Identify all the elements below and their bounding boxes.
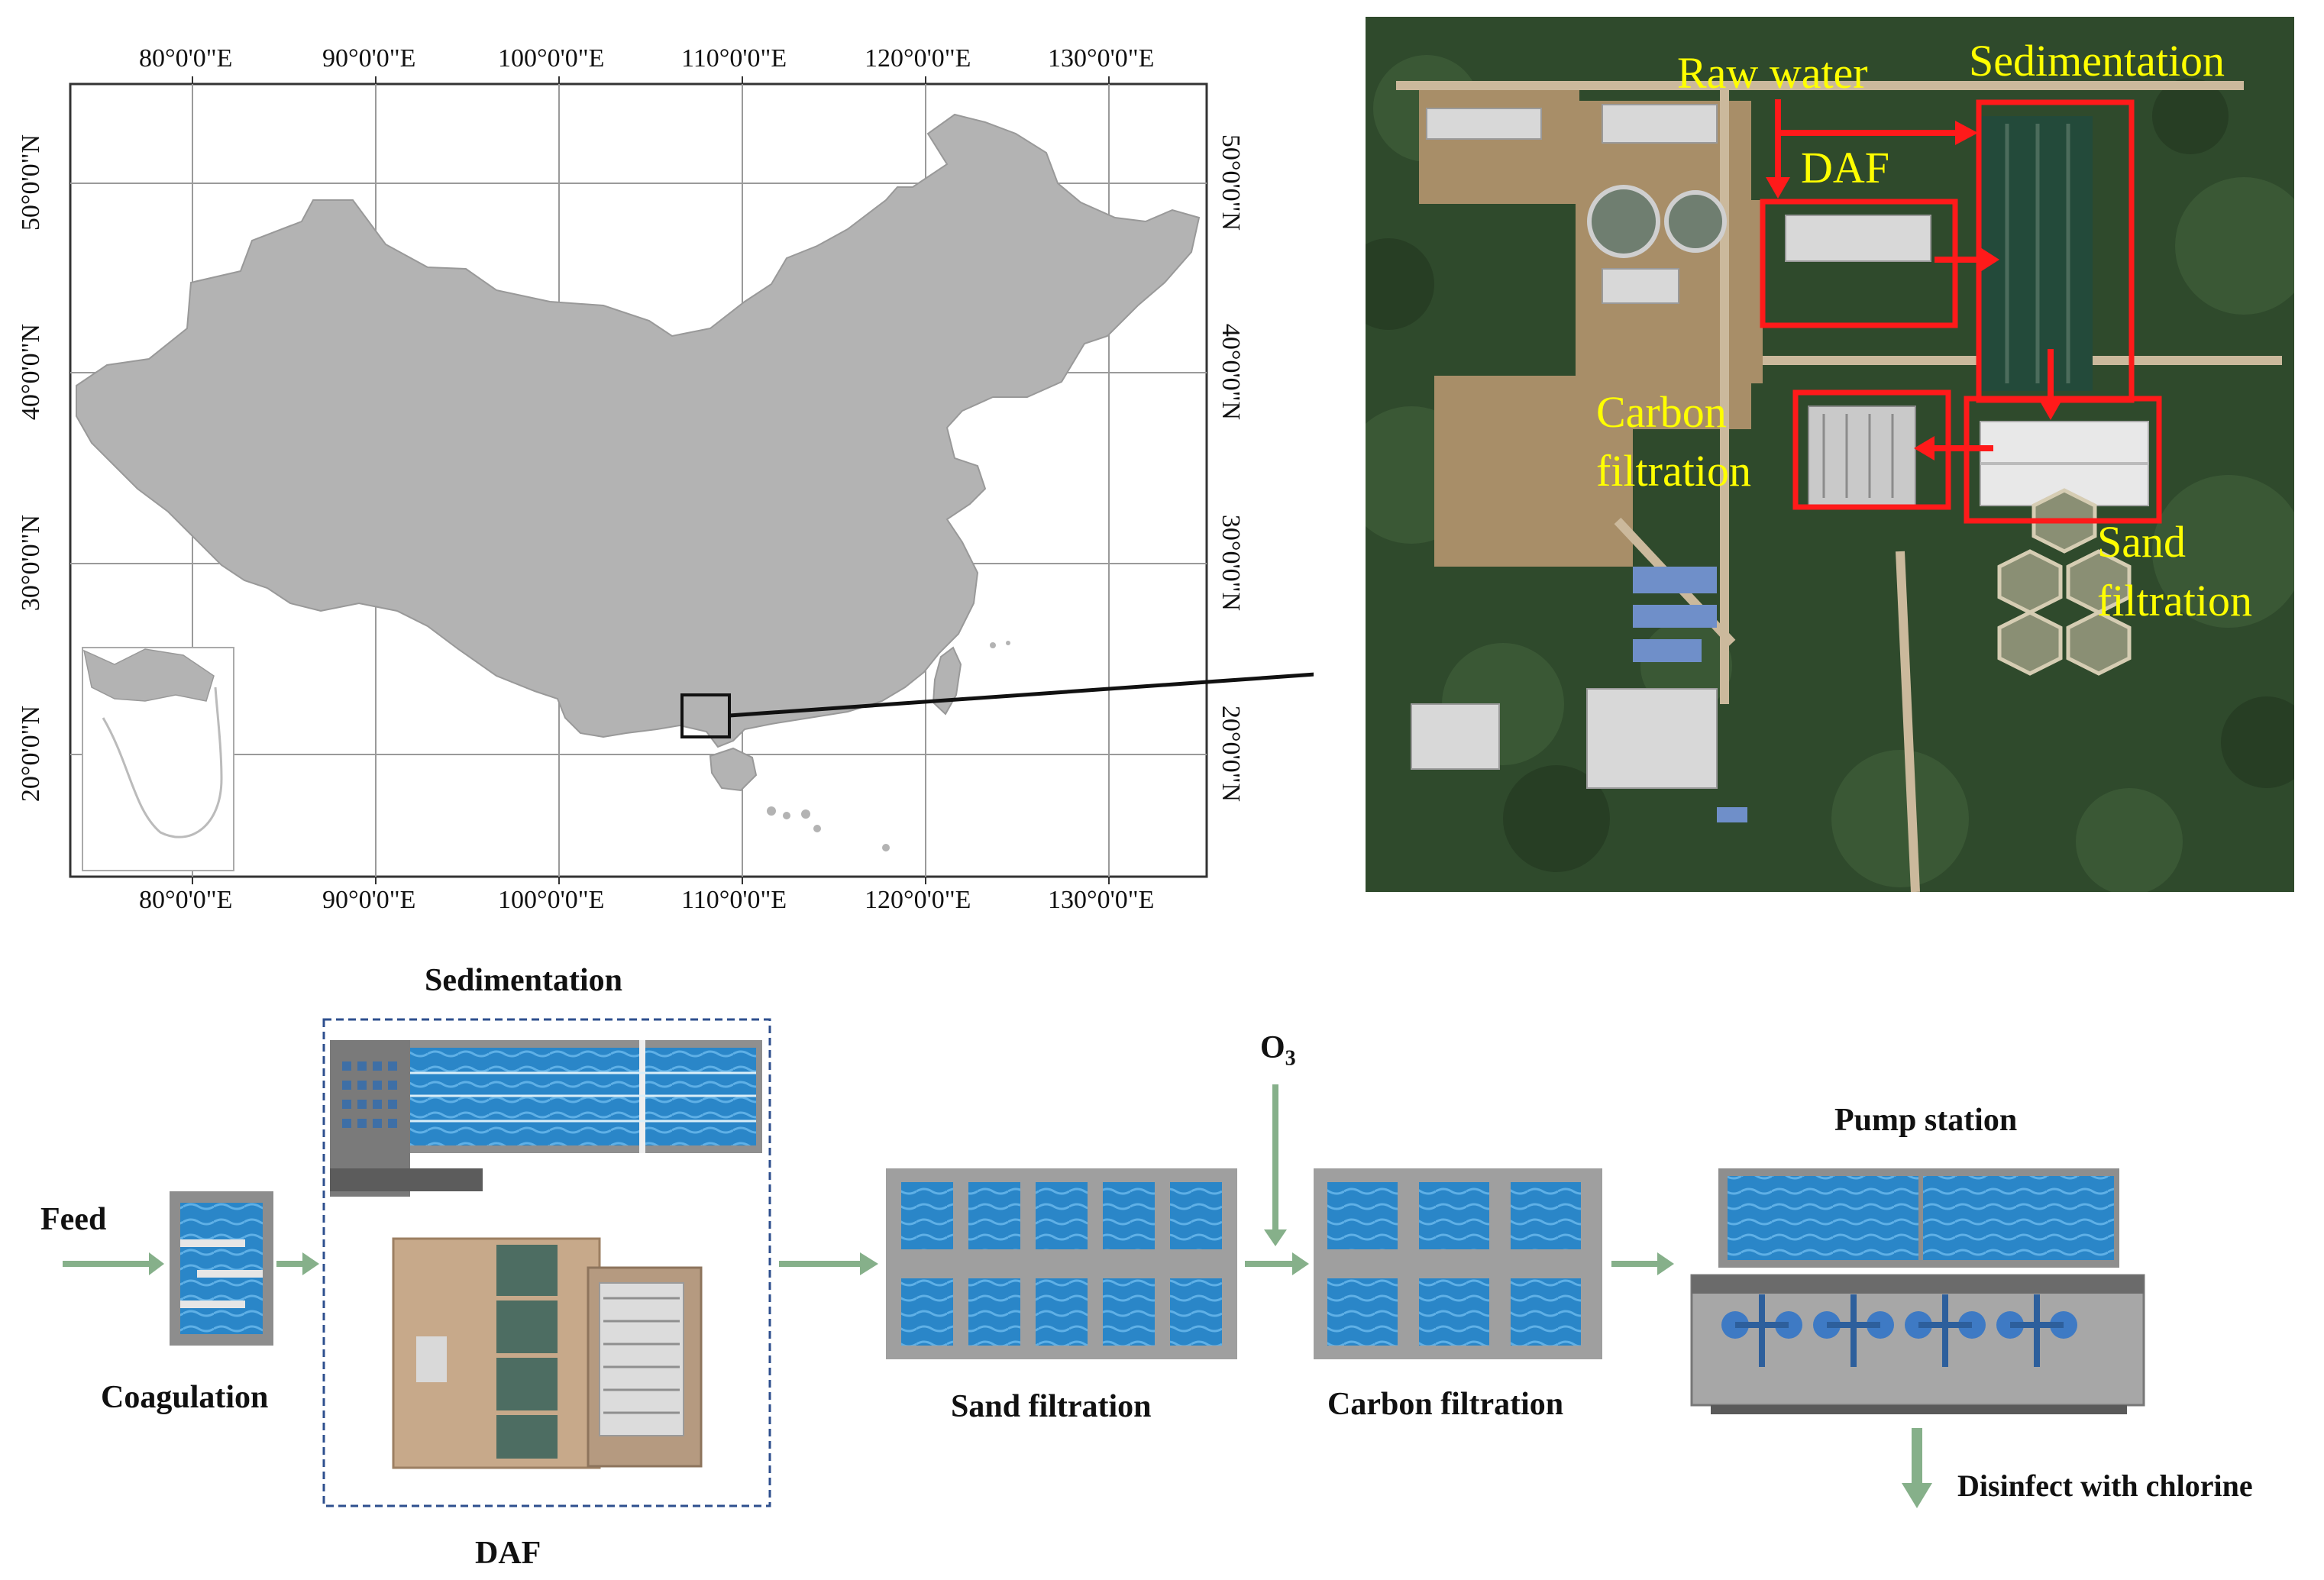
flow-label-sedimentation: Sedimentation — [425, 962, 622, 999]
bottom-tick-90e: 90°0'0"E — [322, 886, 415, 915]
right-tick-40n: 40°0'0"N — [1216, 324, 1245, 420]
left-tick-20n: 20°0'0"N — [17, 706, 46, 802]
flow-label-pump-station: Pump station — [1834, 1102, 2017, 1139]
sat-label-carbon-filtration: filtration — [1596, 448, 1751, 495]
sedimentation-tank — [330, 1040, 762, 1197]
bottom-tick-130e: 130°0'0"E — [1048, 886, 1154, 915]
right-tick-20n: 20°0'0"N — [1216, 706, 1245, 802]
sand-filtration-tanks — [886, 1168, 1237, 1359]
flow-label-disinfect: Disinfect with chlorine — [1957, 1468, 2253, 1504]
flow-label-feed: Feed — [40, 1201, 106, 1238]
right-tick-30n: 30°0'0"N — [1216, 515, 1245, 611]
coagulation-tank — [170, 1191, 273, 1346]
carbon-filtration-tanks — [1314, 1168, 1602, 1359]
flow-label-ozone: O3 — [1260, 1029, 1296, 1071]
left-tick-30n: 30°0'0"N — [17, 515, 46, 611]
sat-label-sedimentation: Sedimentation — [1969, 38, 2225, 85]
top-tick-110e: 110°0'0"E — [681, 44, 787, 73]
left-tick-50n: 50°0'0"N — [17, 134, 46, 231]
bottom-tick-120e: 120°0'0"E — [865, 886, 971, 915]
flow-label-coagulation: Coagulation — [101, 1379, 268, 1416]
satellite-image-panel: Raw water Sedimentation DAF Carbon filtr… — [1366, 17, 2294, 892]
flow-label-sand-filtration: Sand filtration — [951, 1388, 1152, 1425]
sat-label-raw-water: Raw water — [1677, 50, 1868, 97]
sat-label-sand-filtration: filtration — [2097, 578, 2252, 625]
top-tick-90e: 90°0'0"E — [322, 44, 415, 73]
bottom-tick-100e: 100°0'0"E — [498, 886, 604, 915]
sat-label-carbon: Carbon — [1596, 389, 1727, 436]
top-tick-120e: 120°0'0"E — [865, 44, 971, 73]
bottom-tick-80e: 80°0'0"E — [139, 886, 232, 915]
flow-label-carbon-filtration: Carbon filtration — [1327, 1386, 1563, 1423]
right-tick-50n: 50°0'0"N — [1216, 134, 1245, 231]
top-tick-100e: 100°0'0"E — [498, 44, 604, 73]
top-tick-80e: 80°0'0"E — [139, 44, 232, 73]
flow-label-daf: DAF — [475, 1535, 541, 1572]
top-tick-130e: 130°0'0"E — [1048, 44, 1154, 73]
pump-station — [1692, 1168, 2144, 1414]
daf-building — [393, 1239, 701, 1468]
sat-label-sand: Sand — [2097, 519, 2186, 566]
map-canvas — [0, 0, 1314, 916]
china-location-map: 80°0'0"E 90°0'0"E 100°0'0"E 110°0'0"E 12… — [0, 0, 1314, 916]
bottom-tick-110e: 110°0'0"E — [681, 886, 787, 915]
sat-label-daf: DAF — [1801, 145, 1889, 192]
left-tick-40n: 40°0'0"N — [17, 324, 46, 420]
